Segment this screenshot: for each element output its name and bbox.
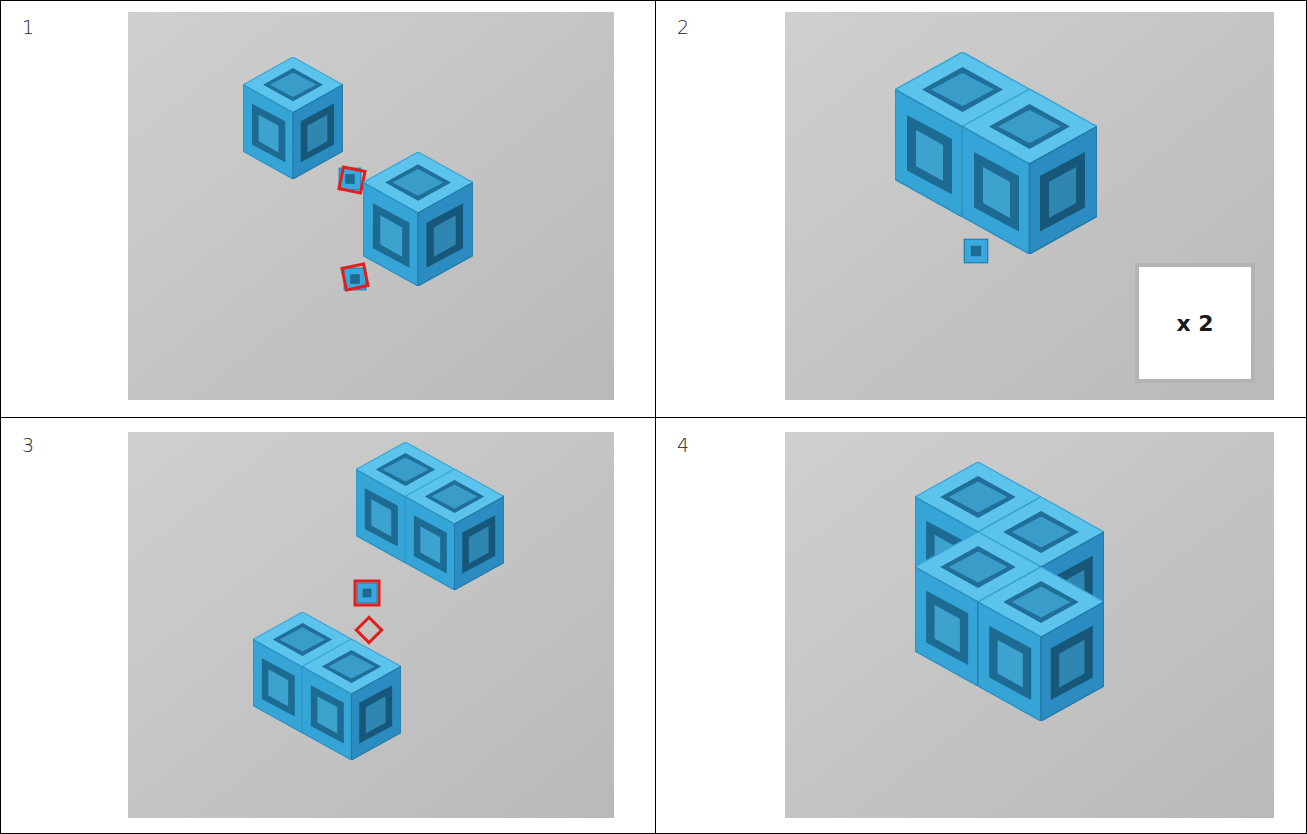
step-number: 1 — [22, 18, 34, 37]
photo-step-3 — [128, 432, 614, 818]
photo-step-4 — [785, 432, 1274, 818]
step-number: 2 — [677, 18, 689, 37]
photo-step-1 — [128, 12, 614, 400]
step-number: 3 — [22, 436, 34, 455]
step-number: 4 — [677, 436, 689, 455]
quantity-box: x 2 — [1135, 263, 1255, 383]
quantity-text: x 2 — [1176, 311, 1213, 336]
